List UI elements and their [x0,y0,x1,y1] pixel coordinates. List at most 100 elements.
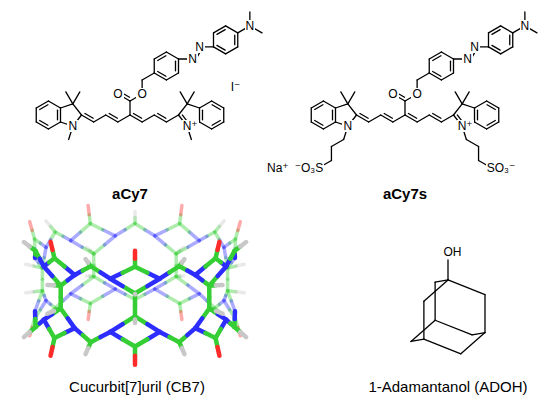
bond-line [213,26,225,33]
stick-bond [133,292,138,297]
bond-line [57,110,58,120]
stick-bond [216,311,223,314]
stick-bond [182,348,185,354]
bond-line [73,104,82,115]
stick-bond [230,310,236,319]
bond-line [360,114,368,119]
stick-bond [188,285,200,294]
bond-line [348,104,357,115]
bond-line [336,104,348,108]
bond-line [335,108,336,122]
stick-bond [219,221,224,227]
atom-label: O [387,88,398,100]
stick-bond [47,311,54,314]
bond-line [154,52,166,59]
bond-line [441,115,453,122]
bond-line [158,56,166,61]
bond-line [488,26,500,33]
stick-bond [54,258,64,266]
bond-line [450,61,451,71]
bond-line [435,320,472,335]
bond-line [311,108,312,122]
bond-line [341,92,348,104]
bond-line [199,108,200,122]
stick-bond [182,259,185,263]
stick-bond [181,206,182,215]
bond-line [154,59,155,73]
stick-bond [133,251,138,259]
bond-line [423,301,424,339]
stick-bond [133,291,138,296]
bond-line [501,47,513,54]
stick-bond [88,206,89,215]
bond-line [166,52,178,59]
stick-bond [180,274,184,278]
stick-bond [236,264,244,266]
stick-bond [46,221,51,227]
atom-label: N [245,20,256,32]
bond-line [331,147,332,161]
bond-line [429,52,441,59]
bond-line [40,121,48,126]
stick-bond [51,347,53,356]
bond-line [226,26,238,33]
stick-bond [47,283,54,288]
stick-bond [216,283,223,288]
bond-line [429,59,430,73]
bond-line [429,115,441,122]
bond-line [158,72,166,77]
bond-line [357,115,369,122]
bond-line [433,72,441,77]
bond-line [369,115,381,122]
atom-label: N [194,41,205,53]
bond-line [158,114,166,119]
stick-bond [26,292,34,293]
stick-bond [90,296,102,303]
stick-bond [71,241,83,248]
bond-line [462,92,469,104]
bond-line [212,121,220,126]
bond-line [434,282,435,320]
bond-line [213,33,214,47]
stick-bond [224,296,226,301]
atom-label: N⁺ [457,120,474,132]
bond-line [331,140,343,147]
bond-line [455,92,462,104]
bond-line [417,115,429,122]
bond-line [348,92,355,104]
bond-line [323,101,335,108]
stick-bond [71,285,83,294]
stick-bond [167,296,179,303]
bond-line [453,104,462,115]
atom-label: ⁻O₃S [294,162,325,174]
bond-line [424,339,461,354]
bond-line [199,101,211,108]
stick-bond [187,328,195,335]
bond-line [487,105,495,110]
stick-bond [180,299,190,304]
cb7-model [24,206,246,365]
stick-bond [215,232,220,240]
bond-line [466,140,478,147]
bond-line [234,35,235,45]
bond-line [178,59,179,73]
stick-bond [24,332,30,337]
stick-bond [187,271,195,275]
atom-label: N⁺ [182,120,199,132]
stick-bond [165,245,176,254]
bond-line [501,26,513,33]
bond-line [212,105,220,110]
stick-bond [215,304,220,308]
bond-line [217,30,225,35]
bond-line [461,333,485,354]
stick-bond [94,277,105,283]
stick-bond [26,264,34,266]
stick-bond [133,211,137,217]
bond-line [213,47,225,54]
stick-bond [88,312,89,320]
bond-line [512,33,513,47]
bond-line [411,320,435,341]
bond-line [433,56,441,61]
